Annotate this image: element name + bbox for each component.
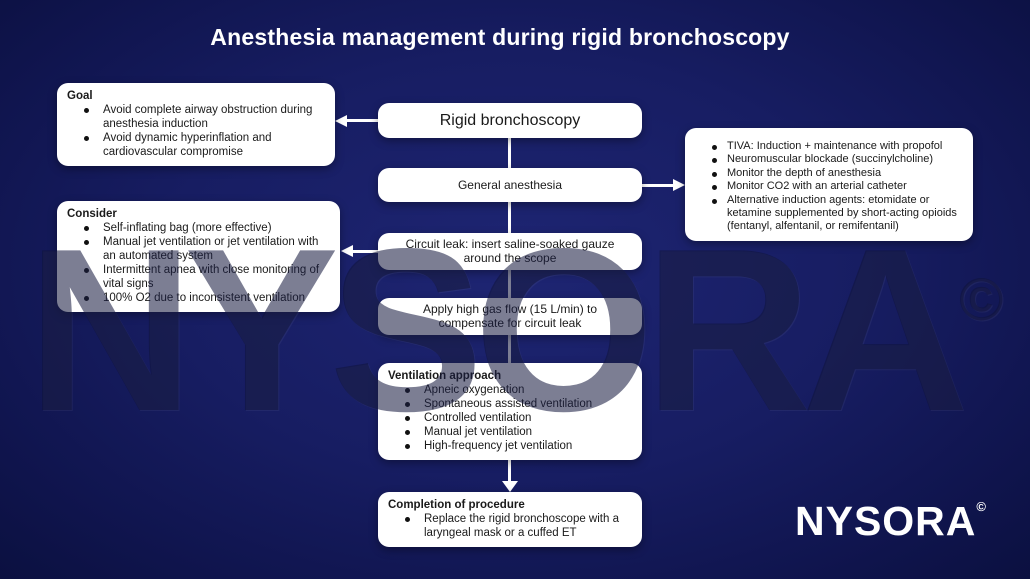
list-item: Spontaneous assisted ventilation: [388, 397, 632, 411]
list-item: Avoid complete airway obstruction during…: [67, 103, 325, 131]
nysora-logo: NYSORA©: [795, 498, 986, 545]
list-item: Monitor CO2 with an arterial catheter: [695, 180, 963, 193]
page-title: Anesthesia management during rigid bronc…: [210, 24, 790, 50]
tiva-box: TIVA: Induction + maintenance with propo…: [685, 128, 973, 241]
list-item: Manual jet ventilation or jet ventilatio…: [67, 235, 330, 263]
nysora-logo-text: NYSORA: [794, 498, 977, 544]
list-item: Intermittent apnea with close monitoring…: [67, 263, 330, 291]
consider-box-title: Consider: [67, 208, 117, 220]
goal-box-title: Goal: [67, 90, 93, 102]
arrow-left-head-icon: [341, 245, 353, 257]
list-item: Manual jet ventilation: [388, 425, 632, 439]
ventilation-approach-box: Ventilation approach Apneic oxygenation …: [378, 363, 642, 461]
list-item: 100% O2 due to inconsistent ventilation: [67, 291, 330, 305]
goal-box: Goal Avoid complete airway obstruction d…: [57, 83, 335, 167]
completion-box-list: Replace the rigid bronchoscope with a la…: [388, 512, 632, 540]
rigid-bronchoscopy-node: Rigid bronchoscopy: [378, 103, 642, 138]
list-item: Neuromuscular blockade (succinylcholine): [695, 153, 963, 166]
list-item: Alternative induction agents: etomidate …: [695, 194, 963, 234]
ventilation-box-list: Apneic oxygenation Spontaneous assisted …: [388, 383, 632, 453]
completion-box: Completion of procedure Replace the rigi…: [378, 492, 642, 548]
general-anesthesia-node: General anesthesia: [378, 168, 642, 202]
list-item: Apneic oxygenation: [388, 383, 632, 397]
tiva-box-list: TIVA: Induction + maintenance with propo…: [695, 140, 963, 234]
connector-rigid-to-general: [508, 138, 511, 168]
list-item: Controlled ventilation: [388, 411, 632, 425]
connector-general-to-circuit: [508, 202, 511, 233]
circuit-leak-node: Circuit leak: insert saline-soaked gauze…: [378, 233, 642, 270]
connector-gasflow-to-ventilation: [508, 334, 511, 363]
list-item: High-frequency jet ventilation: [388, 439, 632, 453]
arrow-right-head-icon: [673, 179, 685, 191]
arrow-ventilation-to-completion-line: [508, 455, 511, 482]
list-item: TIVA: Induction + maintenance with propo…: [695, 140, 963, 153]
arrow-rigid-to-goal-line: [346, 119, 378, 122]
ventilation-box-title: Ventilation approach: [388, 370, 502, 382]
list-item: Avoid dynamic hyperinflation and cardiov…: [67, 131, 325, 159]
completion-box-title: Completion of procedure: [388, 499, 525, 511]
nysora-logo-copyright-icon: ©: [976, 499, 986, 514]
list-item: Replace the rigid bronchoscope with a la…: [388, 512, 632, 540]
goal-box-list: Avoid complete airway obstruction during…: [67, 103, 325, 159]
arrow-down-head-icon: [501, 481, 518, 492]
gas-flow-node: Apply high gas flow (15 L/min) to compen…: [378, 298, 642, 335]
arrow-circuit-to-consider-line: [352, 249, 378, 253]
watermark-copyright-icon: ©: [959, 266, 1004, 333]
connector-circuit-to-gasflow: [508, 269, 511, 298]
arrow-general-to-tiva-line: [642, 183, 673, 187]
list-item: Monitor the depth of anesthesia: [695, 167, 963, 180]
consider-box: Consider Self-inflating bag (more effect…: [57, 201, 340, 313]
consider-box-list: Self-inflating bag (more effective) Manu…: [67, 221, 330, 305]
list-item: Self-inflating bag (more effective): [67, 221, 330, 235]
arrow-left-head-icon: [335, 114, 347, 127]
